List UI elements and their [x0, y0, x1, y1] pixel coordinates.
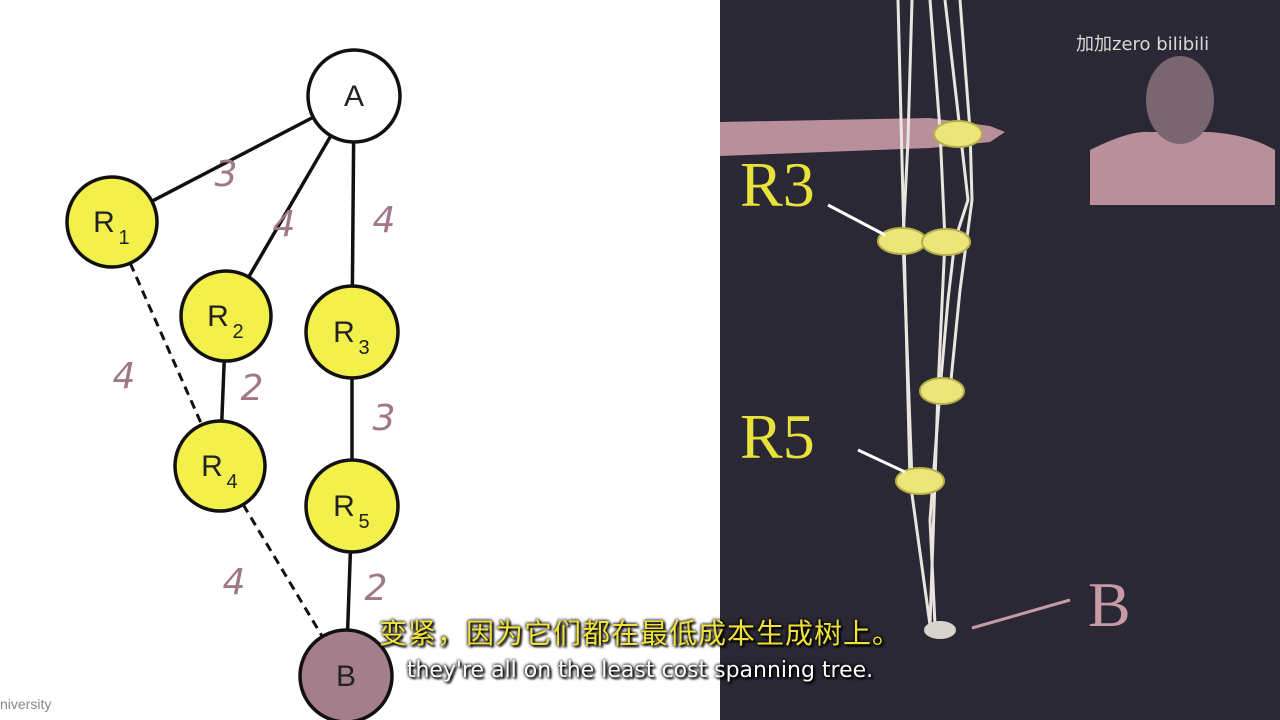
node-label-r1: R	[93, 206, 115, 239]
node-subscript-r2: 2	[232, 321, 243, 343]
edge-a-r1	[151, 115, 315, 203]
edge-r2-r4	[220, 360, 226, 422]
node-circle-r2	[179, 269, 273, 363]
node-circle-r4	[173, 419, 267, 513]
node-label-b: B	[336, 660, 356, 693]
pointer-r3	[827, 203, 886, 237]
footer-university-text: niversity	[0, 696, 52, 712]
node-b: B	[298, 628, 394, 720]
node-label-r3: R	[333, 316, 355, 349]
photo-label-r3: R3	[740, 149, 815, 220]
video-photo-panel: R3 R5 B 加加zero bilibili	[720, 0, 1280, 720]
node-a: A	[306, 48, 402, 144]
node-label-a: A	[344, 80, 364, 113]
presenter-inset	[1090, 52, 1275, 205]
presenter-face	[1146, 56, 1214, 144]
edge-weight-a-r2: 4	[273, 204, 296, 245]
edge-a-r2	[247, 134, 333, 278]
watermark: 加加zero bilibili	[1076, 34, 1209, 55]
edge-weight-r1-r4: 4	[113, 356, 136, 397]
pointer-r5	[857, 448, 906, 474]
photo-label-b: B	[1088, 569, 1131, 640]
hand-arm-shape	[720, 118, 1005, 156]
presenter-shirt	[1090, 131, 1275, 205]
edge-weight-a-r3: 4	[373, 200, 396, 241]
node-circle-r1	[65, 175, 159, 269]
node-label-r5: R	[333, 490, 355, 523]
edge-r4-b	[241, 503, 324, 638]
node-subscript-r1: 1	[118, 227, 129, 249]
node-circle-a	[306, 48, 402, 144]
subtitle-english: they're all on the least cost spanning t…	[406, 658, 874, 683]
node-subscript-r5: 5	[358, 511, 369, 533]
edge-weight-r5-b: 2	[365, 568, 388, 609]
edge-weight-r2-r4: 2	[241, 368, 264, 409]
node-label-r2: R	[207, 300, 229, 333]
node-circle-r5	[304, 458, 400, 554]
edge-r5-b	[345, 551, 353, 631]
node-circle-b	[298, 628, 394, 720]
pointer-b	[971, 598, 1071, 630]
node-circle-r3	[304, 284, 400, 380]
bead-markers	[877, 120, 983, 495]
subtitle-chinese: 变紧，因为它们都在最低成本生成树上。	[378, 617, 901, 650]
node-label-r4: R	[201, 450, 223, 483]
edge-weight-r3-r5: 3	[373, 398, 396, 439]
weight-b-marker	[924, 621, 956, 639]
graph-edges	[128, 115, 356, 638]
photo-label-r5: R5	[740, 401, 815, 472]
node-subscript-r4: 4	[226, 471, 237, 493]
edge-weight-a-r1: 3	[215, 154, 238, 195]
node-subscript-r3: 3	[358, 337, 369, 359]
edge-a-r3	[350, 141, 356, 287]
edge-weight-r4-b: 4	[223, 562, 246, 603]
